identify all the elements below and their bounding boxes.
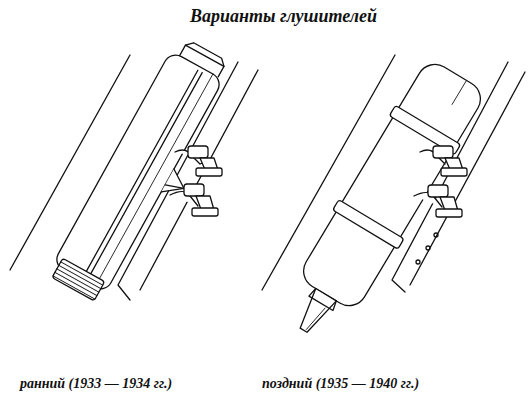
late-muffler xyxy=(272,56,491,351)
exhaust-pipe xyxy=(170,146,222,216)
variant-caption: ранний (1933 — 1934 гг.) xyxy=(20,376,172,392)
diagram-title: Варианты глушителей xyxy=(190,6,377,27)
early-muffler xyxy=(47,35,248,312)
variant-caption: поздний (1935 — 1940 гг.) xyxy=(262,376,419,392)
exhaust-pipe xyxy=(414,146,467,264)
